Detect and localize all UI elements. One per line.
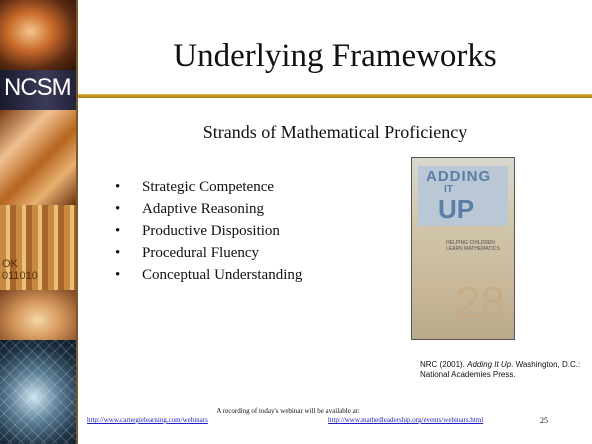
bullet-icon: •: [115, 201, 121, 217]
sidebar-divider: [76, 0, 78, 444]
list-item-label: Strategic Competence: [142, 179, 275, 195]
cover-subtitle: HELPING CHILDREN LEARN MATHEMATICS: [446, 240, 500, 252]
carnegie-webinars-link[interactable]: http://www.carnegielearning.com/webinars: [87, 416, 208, 424]
list-item: • Conceptual Understanding: [115, 264, 302, 286]
sidebar-image-tile: [0, 0, 76, 70]
sidebar-tile-text: OK 011010: [2, 258, 38, 282]
sidebar-globe-tile: [0, 340, 76, 444]
slide-title: Underlying Frameworks: [173, 38, 497, 74]
ncsm-webinars-link[interactable]: http://www.mathedleadership.org/events/w…: [328, 416, 484, 424]
recording-note: A recording of today's webinar will be a…: [216, 407, 360, 415]
sidebar-logo-tile: [0, 70, 76, 110]
list-item: • Procedural Fluency: [115, 242, 302, 264]
sidebar-image-tile: [0, 290, 76, 340]
list-item-label: Conceptual Understanding: [142, 267, 303, 283]
slide-subtitle: Strands of Mathematical Proficiency: [202, 122, 468, 142]
sidebar-globe-grid: [0, 340, 76, 444]
bullet-icon: •: [115, 223, 121, 239]
sidebar-image-tile: [0, 205, 76, 290]
list-item: • Adaptive Reasoning: [115, 198, 302, 220]
citation-prefix: NRC (2001).: [420, 360, 468, 369]
citation-suffix: . Washington, D.C.: National Academies P…: [420, 360, 581, 379]
book-cover-image: ADDING IT UP HELPING CHILDREN LEARN MATH…: [411, 157, 515, 340]
list-item: • Strategic Competence: [115, 176, 302, 198]
cover-title-line1: ADDING: [426, 168, 492, 185]
citation: NRC (2001). Adding It Up. Washington, D.…: [420, 360, 592, 380]
ncsm-logo: NCSM: [4, 74, 72, 101]
bullet-icon: •: [115, 267, 121, 283]
title-underline: [78, 94, 592, 98]
cover-title-band: [418, 166, 508, 226]
strands-list: • Strategic Competence • Adaptive Reasonin…: [115, 176, 302, 286]
cover-number: 28: [456, 278, 505, 327]
bullet-icon: •: [115, 179, 121, 195]
citation-book-title: Adding It Up: [467, 360, 512, 369]
cover-title-line2: IT: [444, 184, 453, 195]
cover-title-line3: UP: [438, 194, 475, 224]
list-item-label: Adaptive Reasoning: [142, 201, 265, 217]
bullet-icon: •: [115, 245, 121, 261]
page-number: 25: [540, 416, 548, 425]
list-item-label: Productive Disposition: [142, 223, 280, 239]
decorative-sidebar: NCSM OK 011010: [0, 0, 76, 444]
list-item-label: Procedural Fluency: [142, 245, 260, 261]
list-item: • Productive Disposition: [115, 220, 302, 242]
sidebar-image-tile: [0, 110, 76, 205]
